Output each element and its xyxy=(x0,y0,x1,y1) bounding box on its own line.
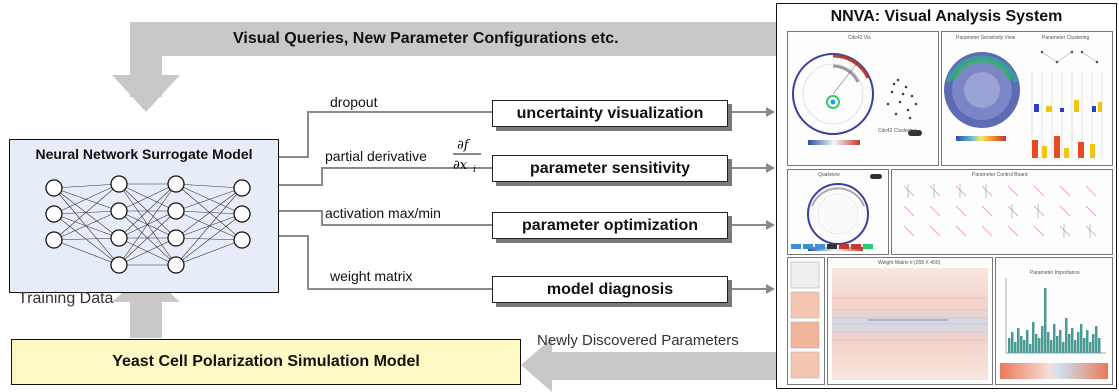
control-button-6[interactable] xyxy=(851,244,861,249)
qualiview-panel: Qualiview xyxy=(787,169,889,255)
partial-derivative-formula: ∂f ∂x i xyxy=(453,138,481,175)
weight-matrix-panel: Weight Matrix # (268 X 400) xyxy=(827,257,993,385)
task-uncertainty-visualization: uncertainty visualization xyxy=(492,100,728,127)
edge-label-weight: weight matrix xyxy=(330,268,413,284)
neuron-thumbnails xyxy=(790,261,820,379)
sensitivity-panel: Parameter Sensitivity View Parameter Clu… xyxy=(941,31,1113,166)
edge-label-partial: partial derivative xyxy=(325,148,427,164)
control-button-3[interactable] xyxy=(815,244,825,249)
control-board-title: Parameter Control Board xyxy=(972,172,1028,178)
nn-title: Neural Network Surrogate Model xyxy=(35,146,253,162)
control-button-2[interactable] xyxy=(803,244,813,249)
svg-text:∂f: ∂f xyxy=(457,138,471,153)
new-params-label: Newly Discovered Parameters xyxy=(537,332,739,349)
task-model-diagnosis: model diagnosis xyxy=(492,276,728,303)
control-button-4[interactable] xyxy=(827,244,837,249)
parameter-control-board-panel: Parameter Control Board xyxy=(891,169,1113,255)
nn-diagram xyxy=(45,175,251,274)
qualiview-chart xyxy=(807,174,882,251)
cdc42-vis-panel: Cdc42 Vis xyxy=(787,31,939,166)
control-button-1[interactable] xyxy=(791,244,801,249)
weight-matrix-title: Weight Matrix # (268 X 400) xyxy=(878,260,941,266)
nn-surrogate-box: Neural Network Surrogate Model xyxy=(9,139,279,293)
svg-text:∂x: ∂x xyxy=(453,158,468,173)
qualiview-title: Qualiview xyxy=(818,172,840,178)
feedback-label: Visual Queries, New Parameter Configurat… xyxy=(233,30,619,47)
control-button-7[interactable] xyxy=(863,244,873,249)
nnva-title: NNVA: Visual Analysis System xyxy=(830,8,1063,25)
cdc42-vis-title: Cdc42 Vis xyxy=(848,35,871,41)
training-data-label: Training Data xyxy=(18,290,114,307)
new-params-arrow xyxy=(521,338,776,392)
branch-arrowheads xyxy=(766,107,775,294)
sensitivity-view-title: Parameter Sensitivity View xyxy=(956,35,1016,41)
edge-label-dropout: dropout xyxy=(330,94,378,110)
task-parameter-sensitivity: parameter sensitivity xyxy=(492,155,728,182)
parameter-importance-title: Parameter Importance xyxy=(1030,270,1080,276)
parameter-importance-panel: Parameter Importance xyxy=(995,257,1113,385)
control-button-5[interactable] xyxy=(839,244,849,249)
parameter-importance-bars xyxy=(1000,278,1108,379)
svg-text:i: i xyxy=(473,165,476,175)
task-parameter-optimization: parameter optimization xyxy=(492,212,728,239)
edge-label-activation: activation max/min xyxy=(325,205,441,221)
cdc42-vis-chart xyxy=(792,53,922,145)
branch-edges xyxy=(278,111,766,290)
yeast-simulation-box: Yeast Cell Polarization Simulation Model xyxy=(11,339,521,385)
weight-matrix-heatmap xyxy=(832,268,988,380)
control-board-sliders xyxy=(903,184,1097,238)
parameter-clustering-title: Parameter Clustering xyxy=(1042,35,1090,41)
cdc42-clustering-label: Cdc42 Clustering xyxy=(878,128,917,134)
sensitivity-chart xyxy=(944,50,1103,158)
feedback-arrow xyxy=(112,22,776,112)
nnva-system-frame: NNVA: Visual Analysis System Cdc42 Vis xyxy=(776,3,1117,389)
neuron-thumbnails-panel xyxy=(787,257,825,385)
